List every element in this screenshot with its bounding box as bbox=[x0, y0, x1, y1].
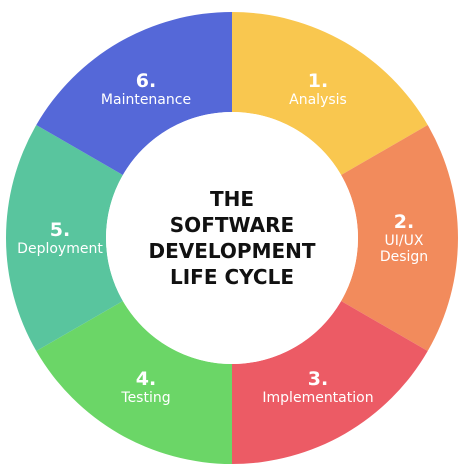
center-title-line-4: LIFE CYCLE bbox=[170, 265, 294, 289]
step-title-3: Implementation bbox=[262, 390, 373, 406]
segment-step-3 bbox=[232, 301, 428, 464]
step-label-3: 3.Implementation bbox=[262, 368, 373, 406]
center-title-line-1: THE bbox=[210, 187, 254, 211]
step-number-5: 5. bbox=[50, 219, 70, 241]
step-label-1: 1.Analysis bbox=[289, 70, 347, 108]
step-number-6: 6. bbox=[136, 70, 156, 92]
step-title-4: Testing bbox=[120, 390, 170, 406]
segment-step-4 bbox=[36, 301, 232, 464]
step-title-6: Maintenance bbox=[101, 92, 191, 108]
step-number-2: 2. bbox=[394, 211, 414, 233]
step-label-5: 5.Deployment bbox=[17, 219, 103, 257]
center-title-line-3: DEVELOPMENT bbox=[148, 239, 315, 263]
step-title-1: Analysis bbox=[289, 92, 347, 108]
step-label-4: 4.Testing bbox=[120, 368, 170, 406]
cycle-segments bbox=[5, 12, 458, 464]
step-label-6: 6.Maintenance bbox=[101, 70, 191, 108]
segment-step-1 bbox=[232, 12, 428, 175]
step-title-5: Deployment bbox=[17, 241, 103, 257]
center-circle bbox=[106, 112, 358, 364]
step-number-1: 1. bbox=[308, 70, 328, 92]
segment-step-5 bbox=[5, 125, 123, 351]
step-number-4: 4. bbox=[136, 368, 156, 390]
segment-step-2 bbox=[341, 125, 458, 351]
step-number-3: 3. bbox=[308, 368, 328, 390]
step-title-2-line-1: UI/UX bbox=[385, 233, 424, 249]
step-title-2-line-2: Design bbox=[380, 249, 428, 265]
segment-step-6 bbox=[36, 12, 232, 175]
center-title-line-2: SOFTWARE bbox=[170, 213, 294, 237]
